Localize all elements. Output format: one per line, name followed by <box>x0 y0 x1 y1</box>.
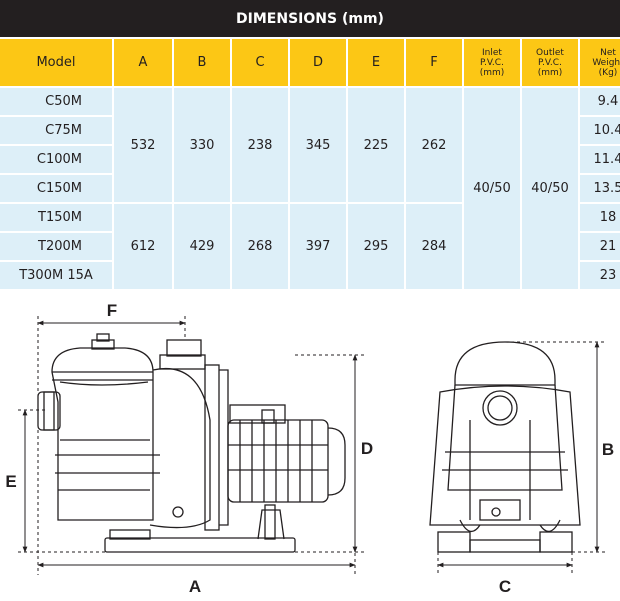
model-cell: C75M <box>0 117 112 144</box>
pump-front-view <box>429 341 581 553</box>
weight-cell: 10.4 <box>580 117 620 144</box>
header-outlet-line2: P.V.C. <box>538 57 562 68</box>
weight-cell: 9.4 <box>580 88 620 115</box>
header-inlet-line1: Inlet <box>482 47 502 58</box>
header-a: A <box>114 39 172 86</box>
value-a-group1: 532 <box>114 88 172 202</box>
value-a-group2: 612 <box>114 204 172 289</box>
drawing-label-f: F <box>107 301 117 320</box>
header-inlet-line2: P.V.C. <box>480 57 504 68</box>
pump-side-view <box>37 333 346 553</box>
header-inlet-line3: (mm) <box>479 67 505 78</box>
header-e: E <box>348 39 404 86</box>
weight-cell: 18 <box>580 204 620 231</box>
model-cell: C100M <box>0 146 112 173</box>
value-b-group1: 330 <box>174 88 230 202</box>
value-d-group1: 345 <box>290 88 346 202</box>
dimensions-title: DIMENSIONS (mm) <box>0 0 620 37</box>
model-cell: T200M <box>0 233 112 260</box>
header-weight-line2: Weight <box>592 57 620 68</box>
header-inlet: Inlet P.V.C. (mm) <box>464 39 520 86</box>
header-weight: Net Weight (Kg) <box>580 39 620 86</box>
pump-dimension-drawing: A C D B E F <box>5 301 614 596</box>
value-f-group2: 284 <box>406 204 462 289</box>
model-cell: T150M <box>0 204 112 231</box>
header-model: Model <box>0 39 112 86</box>
weight-cell: 23 <box>580 262 620 289</box>
value-c-group2: 268 <box>232 204 288 289</box>
drawing-label-e: E <box>5 472 16 491</box>
header-weight-line1: Net <box>600 47 616 58</box>
value-d-group2: 397 <box>290 204 346 289</box>
weight-cell: 21 <box>580 233 620 260</box>
value-f-group1: 262 <box>406 88 462 202</box>
model-cell: C50M <box>0 88 112 115</box>
header-outlet: Outlet P.V.C. (mm) <box>522 39 578 86</box>
header-weight-line3: (Kg) <box>598 67 618 78</box>
value-e-group1: 225 <box>348 88 404 202</box>
drawing-label-c: C <box>499 577 511 596</box>
drawing-label-a: A <box>189 577 201 596</box>
value-e-group2: 295 <box>348 204 404 289</box>
drawing-label-d: D <box>361 439 373 458</box>
value-inlet: 40/50 <box>464 88 520 289</box>
header-outlet-line3: (mm) <box>537 67 563 78</box>
header-b: B <box>174 39 230 86</box>
header-f: F <box>406 39 462 86</box>
header-d: D <box>290 39 346 86</box>
model-cell: T300M 15A <box>0 262 112 289</box>
header-c: C <box>232 39 288 86</box>
value-c-group1: 238 <box>232 88 288 202</box>
value-b-group2: 429 <box>174 204 230 289</box>
dimensions-table: Model A B C D E F Inlet P.V.C. (mm) Outl… <box>0 39 620 295</box>
front-view-dimensions <box>437 341 605 575</box>
weight-cell: 13.5 <box>580 175 620 202</box>
value-outlet: 40/50 <box>522 88 578 289</box>
model-cell: C150M <box>0 175 112 202</box>
weight-cell: 11.4 <box>580 146 620 173</box>
header-outlet-line1: Outlet <box>536 47 564 58</box>
side-view-dimensions <box>18 316 365 575</box>
drawing-label-b: B <box>602 440 614 459</box>
